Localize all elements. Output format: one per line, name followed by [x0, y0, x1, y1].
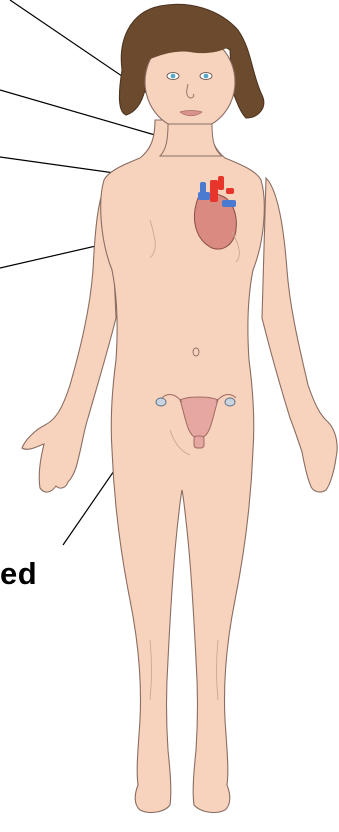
artery-icon [210, 180, 218, 202]
partial-label: ed [0, 556, 37, 592]
left-ovary-icon [156, 398, 166, 406]
right-ovary-icon [225, 398, 235, 406]
body-silhouette [22, 120, 337, 812]
torso-and-legs [101, 120, 265, 812]
neck [160, 124, 222, 156]
right-arm [262, 178, 337, 492]
head-group [119, 4, 263, 156]
